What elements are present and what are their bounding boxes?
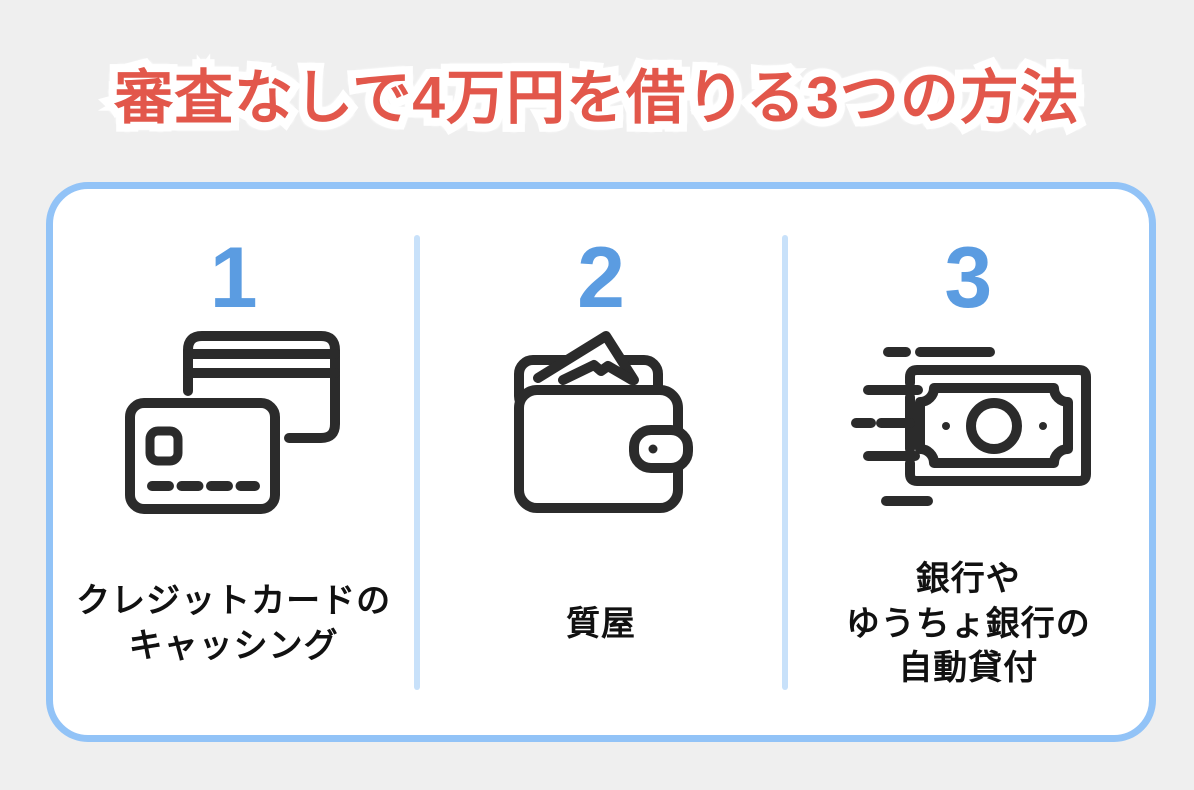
method-label-3: 銀行や ゆうちょ銀行の 自動貸付: [846, 549, 1091, 699]
column-divider: [414, 235, 421, 690]
method-icon-area-3: [838, 323, 1098, 523]
method-label-2: 質屋: [566, 549, 636, 699]
methods-card: 1 クレジットカードの キャッシング 2: [46, 182, 1156, 742]
method-label-3-line-2: ゆうちょ銀行の: [845, 604, 1091, 643]
page-title: 審査なしで4万円を借りる3つの方法 審査なしで4万円を借りる3つの方法: [0, 57, 1194, 139]
method-column-3: 3: [788, 189, 1149, 735]
method-number-2: 2: [577, 230, 625, 326]
method-label-3-line-3: 自動貸付: [898, 649, 1039, 688]
page-title-outline: 審査なしで4万円を借りる3つの方法: [106, 57, 1087, 139]
method-label-2-line-1: 質屋: [565, 604, 636, 643]
method-number-3: 3: [944, 230, 993, 326]
method-number-1: 1: [209, 230, 258, 326]
method-icon-area-1: [116, 323, 351, 523]
method-label-1-line-1: クレジットカードの: [76, 582, 392, 621]
method-label-1-line-2: キャッシング: [128, 627, 339, 665]
method-column-2: 2 質屋: [420, 189, 781, 735]
method-icon-area-2: [491, 323, 711, 523]
flying-banknote-icon: [851, 347, 1092, 506]
method-column-1: 1 クレジットカードの キャッシング: [53, 189, 414, 735]
column-divider: [781, 235, 788, 690]
credit-cards-icon: [125, 330, 341, 514]
method-label-1: クレジットカードの キャッシング: [76, 549, 391, 699]
wallet-icon: [513, 331, 693, 513]
page-title-text: 審査なしで4万円を借りる3つの方法: [114, 65, 1080, 131]
method-label-3-line-1: 銀行や: [915, 559, 1021, 598]
